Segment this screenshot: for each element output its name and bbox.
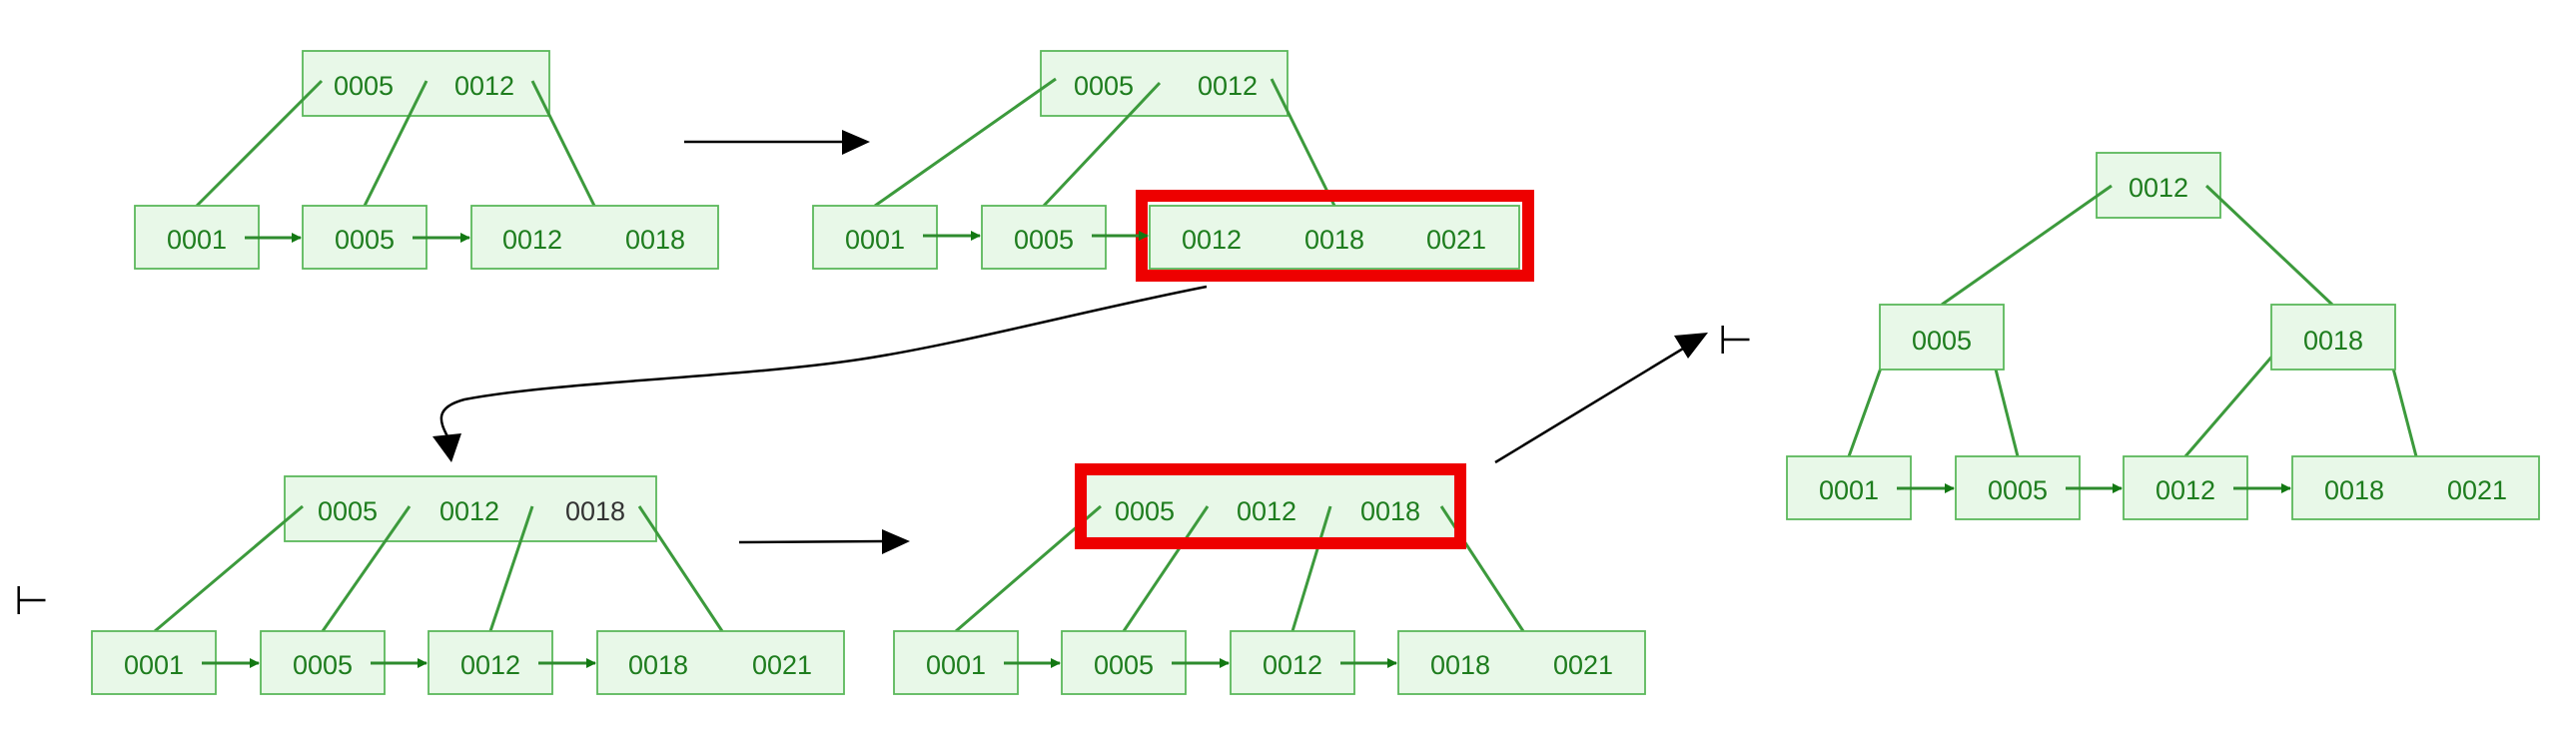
internal-node: 0018: [2270, 304, 2396, 371]
tree-links: [154, 504, 724, 633]
node-key: 0005: [1115, 496, 1175, 526]
leaf-node: 0001: [134, 205, 260, 270]
leaf-node: 0001: [91, 630, 217, 695]
node-key: 0005: [1014, 225, 1074, 255]
tree-diagram-2: 0005 0012 0001 0005 0012 0018 0021: [812, 50, 1534, 282]
node-key: 0012: [1182, 225, 1242, 255]
node-key: 0021: [752, 650, 812, 680]
node-key: 0018: [2324, 475, 2384, 505]
tree-diagram-3: 0005 0012 0018 0001 0005 0012 0018 0021: [91, 475, 845, 695]
node-key: 0021: [1426, 225, 1486, 255]
flow-arrow-1-to-2: [684, 130, 870, 155]
node-key: 0001: [1819, 475, 1879, 505]
node-key: 0012: [1237, 496, 1296, 526]
node-key: 0001: [845, 225, 905, 255]
node-key: 0018: [565, 496, 625, 526]
node-key: 0005: [318, 496, 378, 526]
node-key: 0021: [2447, 475, 2507, 505]
leaf-node: 0018 0021: [596, 630, 845, 695]
leaf-node: 0012: [428, 630, 553, 695]
tree-diagram-1: 0005 0012 0001 0005 0012 0018: [134, 50, 719, 270]
internal-node: 0005 0012 0018: [1080, 473, 1461, 542]
flow-arrow-3-to-4: [738, 529, 910, 554]
node-key: 0005: [335, 225, 395, 255]
node-key: 0005: [334, 71, 394, 101]
leaf-node: 0001: [812, 205, 938, 270]
node-key: 0012: [502, 225, 562, 255]
node-key: 0005: [293, 650, 353, 680]
node-key: 0018: [1430, 650, 1490, 680]
leaf-node: 0005: [1061, 630, 1187, 695]
node-key: 0012: [2155, 475, 2215, 505]
node-key: 0005: [1988, 475, 2048, 505]
marker-glyph: ⊢: [1718, 318, 1753, 364]
node-key: 0001: [124, 650, 184, 680]
node-key: 0001: [167, 225, 227, 255]
node-key: 0005: [1912, 326, 1972, 356]
flow-arrow-2-to-3: [432, 285, 1208, 462]
node-key: 0005: [1074, 71, 1134, 101]
node-key: 0018: [625, 225, 685, 255]
node-key: 0005: [1094, 650, 1154, 680]
tree-links: [874, 77, 1336, 208]
internal-node: 0005 0012: [302, 50, 550, 117]
leaf-node: 0018 0021: [1397, 630, 1646, 695]
tree-links: [195, 79, 596, 208]
tree-diagram-5: 0012 0005 0018 0001 0005 0012: [1786, 152, 2540, 520]
node-key: 0001: [926, 650, 986, 680]
leaf-node: 0012 0018 0021: [1149, 205, 1520, 270]
leaf-node: 0005: [260, 630, 386, 695]
leaf-node: 0005: [1955, 455, 2081, 520]
node-key: 0018: [2303, 326, 2363, 356]
leaf-node: 0005: [302, 205, 428, 270]
root-node: 0012: [2096, 152, 2221, 219]
leaf-node: 0018 0021: [2291, 455, 2540, 520]
node-key: 0012: [2129, 173, 2188, 203]
flow-arrow-4-to-5: [1494, 333, 1708, 464]
leaf-node: 0005: [981, 205, 1107, 270]
leaf-node: 0012 0018: [470, 205, 719, 270]
leaf-node: 0012: [2123, 455, 2248, 520]
node-key: 0018: [1360, 496, 1420, 526]
node-key: 0012: [460, 650, 520, 680]
node-key: 0018: [1304, 225, 1364, 255]
leaf-node: 0012: [1230, 630, 1355, 695]
node-key: 0012: [1263, 650, 1322, 680]
highlight-box: [1075, 463, 1466, 549]
node-key: 0012: [454, 71, 514, 101]
node-key: 0021: [1553, 650, 1613, 680]
internal-node: 0005 0012 0018: [284, 475, 657, 542]
node-key: 0012: [439, 496, 499, 526]
node-key: 0018: [628, 650, 688, 680]
internal-node: 0005: [1879, 304, 2005, 371]
internal-node: 0005 0012: [1040, 50, 1288, 117]
node-key: 0012: [1198, 71, 1258, 101]
leaf-node: 0001: [1786, 455, 1912, 520]
leaf-node: 0001: [893, 630, 1019, 695]
tree-diagram-4: 0005 0012 0018 0001 0005 0012 0018 0021: [893, 463, 1646, 695]
marker-glyph: ⊢: [14, 578, 49, 624]
